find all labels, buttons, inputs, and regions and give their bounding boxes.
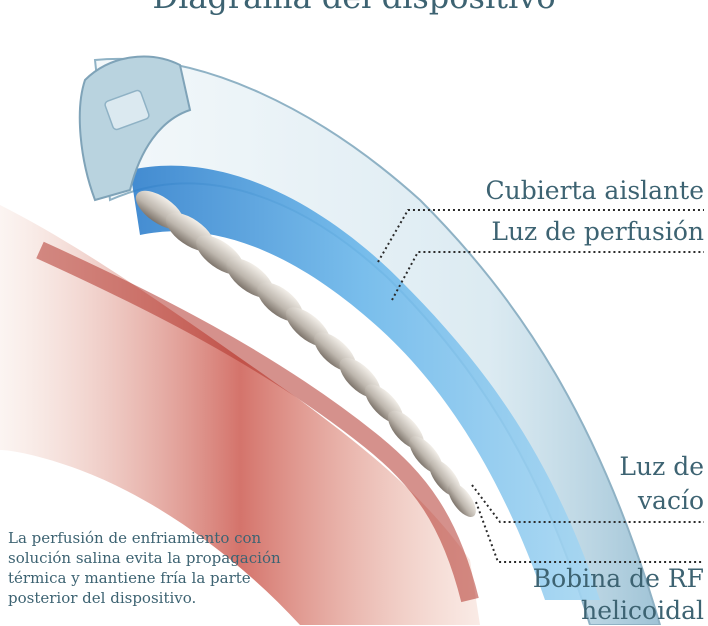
caption-line-2: solución salina evita la propagación (8, 548, 348, 568)
label-perfusion-lumen: Luz de perfusión (491, 217, 704, 247)
label-rf-coil-2: helicoidal (581, 596, 704, 626)
caption-line-1: La perfusión de enfriamiento con (8, 528, 348, 548)
caption-line-4: posterior del dispositivo. (8, 588, 348, 608)
label-vacuum-lumen-1: Luz de (619, 452, 704, 482)
caption: La perfusión de enfriamiento con solució… (8, 528, 348, 608)
label-rf-coil-1: Bobina de RF (533, 564, 704, 594)
label-vacuum-lumen-2: vacío (638, 486, 704, 516)
caption-line-3: térmica y mantiene fría la parte (8, 568, 348, 588)
label-insulating-cover: Cubierta aislante (486, 176, 704, 206)
